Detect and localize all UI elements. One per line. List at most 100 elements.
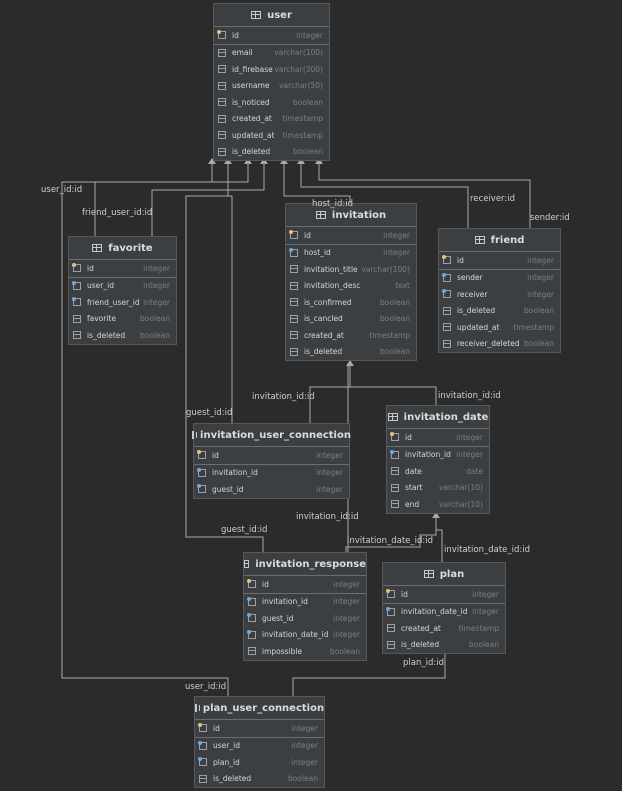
table-icon <box>387 413 398 421</box>
rel-iuc-guest <box>227 164 233 423</box>
arrow-user-7 <box>315 158 323 164</box>
column-type: timestamp <box>369 330 410 340</box>
column-icon <box>391 500 399 509</box>
column-type: integer <box>333 613 360 623</box>
column-name: user_id <box>87 281 114 291</box>
column-icon <box>443 323 451 332</box>
arrow-user-5 <box>280 158 288 164</box>
column-icon <box>218 65 226 74</box>
column-row[interactable]: invitation_id integer <box>194 465 349 482</box>
column-type: integer <box>333 579 360 589</box>
table-icon <box>474 236 485 244</box>
column-name: is_deleted <box>457 306 496 316</box>
primary-key-icon <box>197 450 206 460</box>
column-type: timestamp <box>282 114 323 124</box>
foreign-key-icon <box>386 606 395 616</box>
column-name: invitation_desc <box>304 281 361 291</box>
table-title: invitation <box>331 209 387 221</box>
column-name: impossible <box>262 646 303 656</box>
arrow-user-2 <box>224 158 232 164</box>
column-type: integer <box>456 450 483 460</box>
column-name: id <box>405 432 412 442</box>
column-icon <box>218 147 226 156</box>
column-row[interactable]: invitation_id integer <box>387 447 489 464</box>
column-type: timestamp <box>282 130 323 140</box>
column-name: invitation_id <box>212 468 258 478</box>
table-title: user <box>267 9 292 21</box>
column-row[interactable]: created_at timestamp <box>286 327 416 344</box>
label-iuc-invitation-id: invitation_id:id <box>252 392 315 402</box>
column-type: varchar(10) <box>439 483 483 493</box>
column-type: integer <box>291 723 318 733</box>
column-type: integer <box>291 741 318 751</box>
column-type: boolean <box>469 640 499 650</box>
column-name: created_at <box>304 330 344 340</box>
primary-key-icon <box>386 589 395 599</box>
column-name: id <box>304 230 311 240</box>
column-type: integer <box>316 468 343 478</box>
arrow-invitation <box>346 360 354 366</box>
column-name: invitation_id <box>405 450 451 460</box>
rel-favorite-friend <box>151 164 265 236</box>
foreign-key-icon <box>442 272 451 282</box>
column-name: created_at <box>232 114 272 124</box>
column-row[interactable]: created_at timestamp <box>214 111 329 128</box>
column-type: varchar(50) <box>279 81 323 91</box>
column-icon <box>199 774 207 783</box>
